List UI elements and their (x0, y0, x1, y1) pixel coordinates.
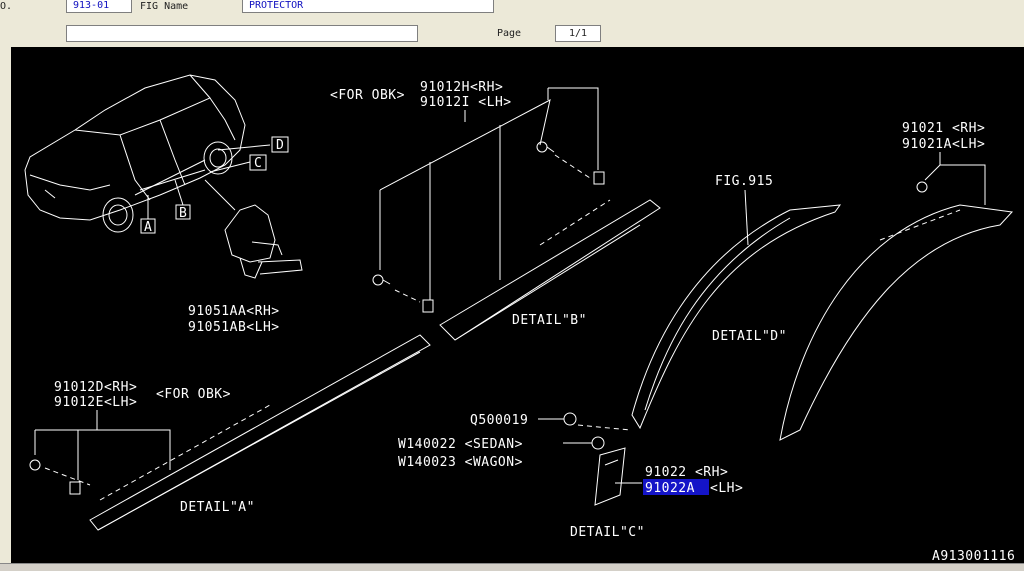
part-91022a-selection (643, 479, 709, 495)
part-91021a[interactable]: 91021A<LH> (902, 137, 985, 152)
cut-label: O. (0, 1, 13, 12)
clip-91051-illustration (224, 204, 303, 279)
part-91051ab[interactable]: 91051AB<LH> (188, 320, 280, 335)
detail-a-label: DETAIL"A" (180, 500, 255, 515)
page-number-field[interactable]: 1/1 (555, 25, 601, 42)
part-91012e[interactable]: 91012E<LH> (54, 395, 137, 410)
remark-field[interactable] (66, 25, 418, 42)
fig-915-label[interactable]: FIG.915 (715, 174, 773, 189)
part-91012h[interactable]: 91012H<RH> (420, 80, 503, 95)
parts-diagram: A B C D 91051AA<RH> 91051AB<LH> <FOR OBK… (24, 74, 1015, 563)
fig-number-field[interactable]: 913-01 (66, 0, 132, 13)
callout-a-box[interactable] (140, 218, 156, 234)
detail-d-label: DETAIL"D" (712, 329, 787, 344)
callout-c-box[interactable] (249, 154, 267, 171)
callout-d: D (276, 138, 284, 153)
part-91021[interactable]: 91021 <RH> (902, 121, 985, 136)
screw-icon (372, 141, 555, 286)
for-obk-left: <FOR OBK> (156, 387, 231, 402)
clip-icon-a (69, 481, 81, 495)
callout-d-box[interactable] (271, 136, 289, 153)
fig-name-field[interactable]: PROTECTOR (242, 0, 494, 13)
callout-b-box[interactable] (175, 204, 191, 220)
part-91022[interactable]: 91022 <RH> (645, 465, 728, 480)
for-obk-top: <FOR OBK> (330, 88, 405, 103)
fig-name-label: FIG Name (140, 1, 189, 12)
callout-c: C (254, 156, 262, 171)
screw-icon-d (916, 181, 928, 193)
screw-icon-c (563, 412, 577, 426)
detail-c-label: DETAIL"C" (570, 525, 645, 540)
part-91012i[interactable]: 91012I <LH> (420, 95, 512, 110)
part-91022a-lh: <LH> (710, 481, 743, 496)
clip-icon (422, 171, 605, 313)
part-w140023[interactable]: W140023 <WAGON> (398, 455, 523, 470)
nut-icon-c (591, 436, 605, 450)
car-illustration (24, 74, 246, 233)
page-label: Page (497, 28, 522, 39)
detail-b-label: DETAIL"B" (512, 313, 587, 328)
part-91022a[interactable]: 91022A (645, 481, 695, 496)
horizontal-scrollbar[interactable] (0, 563, 1024, 571)
drawing-id: A913001116 (932, 549, 1015, 563)
part-91012d[interactable]: 91012D<RH> (54, 380, 137, 395)
parts-diagram-viewer[interactable]: A B C D 91051AA<RH> 91051AB<LH> <FOR OBK… (11, 47, 1024, 563)
header-bar: O. 913-01 FIG Name PROTECTOR Page 1/1 (0, 0, 1024, 46)
part-91051aa[interactable]: 91051AA<RH> (188, 304, 280, 319)
callout-a: A (144, 220, 152, 235)
protector-91022-illustration (594, 447, 626, 506)
part-w140022[interactable]: W140022 <SEDAN> (398, 437, 523, 452)
screw-icon-a (29, 459, 41, 471)
part-q500019[interactable]: Q500019 (470, 413, 528, 428)
callout-b: B (179, 206, 187, 221)
